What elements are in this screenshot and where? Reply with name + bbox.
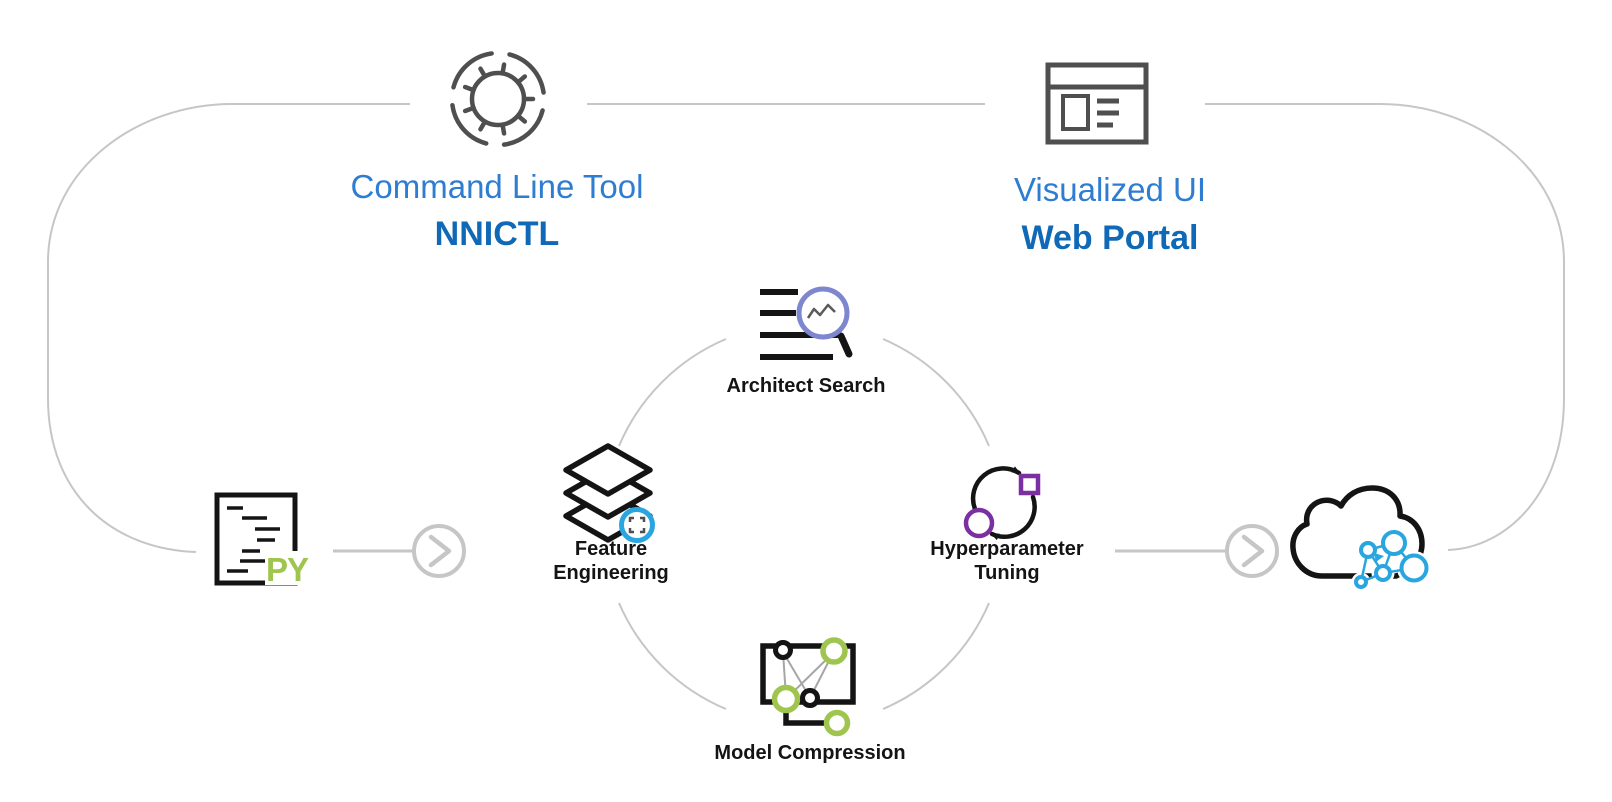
param-circle	[963, 507, 995, 539]
web-title: Web Portal	[1021, 219, 1199, 257]
cloud-training-icon	[1290, 485, 1431, 592]
cycle-circle	[618, 338, 990, 710]
cli-subtitle: Command Line Tool	[350, 168, 644, 205]
left-loop-connector	[47, 103, 410, 553]
gear-spokes	[462, 62, 536, 136]
feature-engineering-label: Feature Engineering	[553, 538, 669, 584]
gear-icon	[449, 50, 547, 148]
focus-circle	[619, 507, 655, 543]
hyperparameter-tuning-icon	[963, 466, 1041, 541]
hyperparameter-tuning-label: Hyperparameter Tuning	[930, 538, 1084, 584]
chevron-circle-icon	[412, 524, 466, 578]
architect-search-icon	[760, 286, 853, 360]
python-file-icon: PY	[214, 492, 317, 588]
code-lines	[227, 506, 280, 573]
magnifier-handle	[837, 332, 853, 358]
chevron-circle-icon	[1225, 524, 1279, 578]
param-square	[1018, 473, 1041, 496]
net-cluster-dot	[1374, 553, 1384, 562]
model-compression-label: Model Compression	[714, 742, 906, 764]
neural-network-icon	[1351, 527, 1431, 592]
right-loop-connector	[1205, 103, 1565, 551]
py-file-label: PY	[266, 551, 309, 588]
right-flow-connector	[1115, 524, 1279, 578]
model-compression-icon	[760, 637, 856, 737]
cli-title: NNICTL	[434, 215, 560, 253]
web-subtitle: Visualized UI	[1014, 171, 1206, 208]
architect-search-label: Architect Search	[726, 375, 886, 397]
feature-engineering-icon	[563, 443, 655, 543]
focus-brackets	[628, 516, 646, 534]
browser-window-icon	[1045, 62, 1149, 145]
left-flow-connector	[333, 524, 466, 578]
trend-zigzag	[806, 303, 836, 319]
